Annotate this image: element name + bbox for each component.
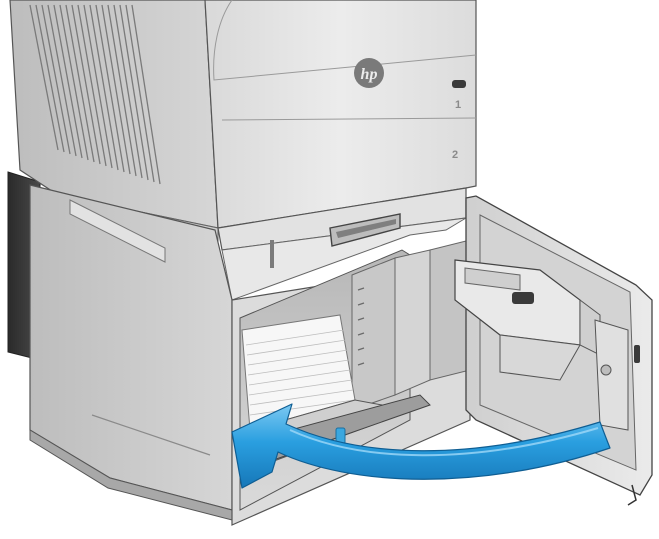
tray-2-label: 2	[452, 149, 458, 161]
door-latch-panel	[594, 319, 640, 431]
vent-grille	[29, 4, 161, 185]
tray-2-handle[interactable]	[329, 213, 401, 247]
hci-cabinet-side	[29, 184, 233, 521]
pickup-roller-assembly	[454, 259, 601, 381]
paper-stack	[241, 314, 356, 431]
tray-2-drawer[interactable]	[217, 187, 467, 301]
tray-1-handle[interactable]	[452, 80, 466, 88]
hci-right-door[interactable]	[454, 195, 653, 506]
hp-logo: hp	[354, 58, 384, 88]
svg-text:hp: hp	[361, 66, 378, 83]
paper-level-indicator	[270, 240, 274, 268]
printer-front-face: hp 1 2	[204, 0, 477, 229]
tray-1-label: 1	[455, 99, 461, 111]
curved-arrow-left-icon	[231, 403, 611, 489]
